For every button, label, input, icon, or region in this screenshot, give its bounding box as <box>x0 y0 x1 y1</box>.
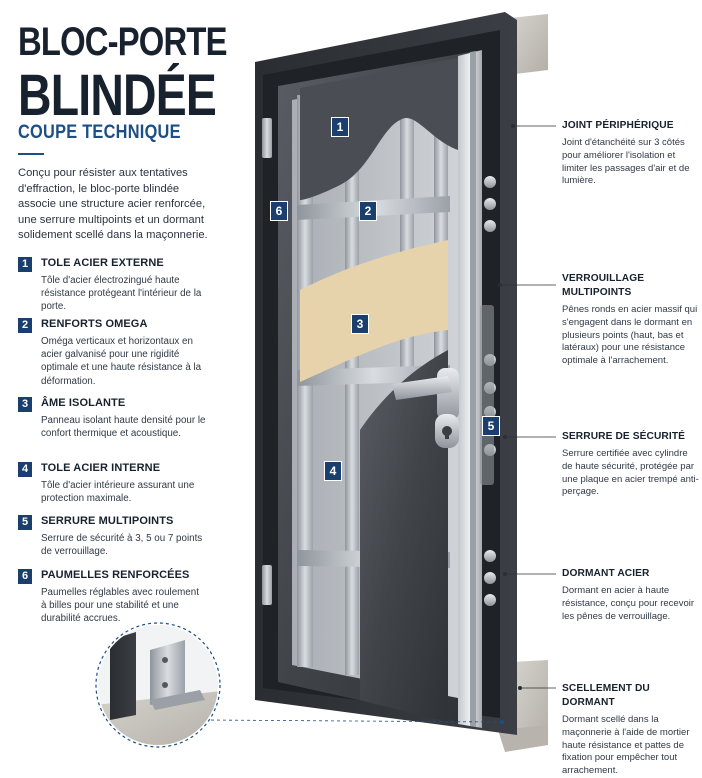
callout-dormant-acier: DORMANT ACIER Dormant en acier à haute r… <box>562 567 700 623</box>
leader-dots <box>498 124 522 724</box>
anchoring-detail <box>95 622 221 748</box>
wall-masonry <box>498 14 548 752</box>
callout-title: VERROUILLAGE MULTIPOINTS <box>562 273 645 298</box>
callout-description: Pênes ronds en acier massif qui s'engage… <box>562 304 698 367</box>
callout-description: Dormant en acier à haute résistance, con… <box>562 585 695 622</box>
item-title: TOLE ACIER INTERNE <box>41 462 161 474</box>
subtitle: COUPE TECHNIQUE <box>18 122 181 143</box>
item-number: 5 <box>18 515 32 530</box>
item-number: 4 <box>18 462 32 477</box>
item-title: TOLE ACIER EXTERNE <box>41 257 164 269</box>
callout-description: Dormant scellé dans la maçonnerie à l'ai… <box>562 714 690 777</box>
item-title: RENFORTS OMEGA <box>41 318 148 330</box>
title-line-1: BLOC-PORTE <box>18 20 227 64</box>
callout-title: DORMANT ACIER <box>562 568 650 579</box>
lock-bolts <box>480 176 496 606</box>
door-badge-2: 2 <box>359 201 377 221</box>
item-number: 6 <box>18 569 32 584</box>
item-description: Panneau isolant haute densité pour le co… <box>41 415 206 440</box>
door-leaf <box>278 50 482 728</box>
callout-scellement-dormant: SCELLEMENT DU DORMANT Dormant scellé dan… <box>562 682 700 778</box>
callout-title: SCELLEMENT DU DORMANT <box>562 683 650 708</box>
callout-title: SERRURE DE SÉCURITÉ <box>562 431 686 442</box>
callout-serrure-securite: SERRURE DE SÉCURITÉ Serrure certifiée av… <box>562 430 700 499</box>
door-badge-5: 5 <box>482 416 500 436</box>
item-title: ÂME ISOLANTE <box>41 397 126 409</box>
item-title: PAUMELLES RENFORCÉES <box>41 569 190 581</box>
item-number: 2 <box>18 318 32 333</box>
leader-lines <box>204 125 556 723</box>
door-badge-4: 4 <box>324 461 342 481</box>
item-description: Serrure de sécurité à 3, 5 ou 7 points d… <box>41 533 203 558</box>
title-divider <box>18 153 44 155</box>
item-description: Tôle d'acier électrozingué haute résista… <box>41 275 202 313</box>
hinges <box>262 118 272 605</box>
door-badge-3: 3 <box>351 314 369 334</box>
callout-title: JOINT PÉRIPHÉRIQUE <box>562 120 674 131</box>
callout-verrouillage-multipoints: VERROUILLAGE MULTIPOINTS Pênes ronds en … <box>562 272 697 368</box>
intro-paragraph: Conçu pour résister aux tentatives d'eff… <box>18 167 208 241</box>
item-title: SERRURE MULTIPOINTS <box>41 515 174 527</box>
item-number: 1 <box>18 257 32 272</box>
item-description: Tôle d'acier intérieure assurant une pro… <box>41 480 195 505</box>
door-badge-1: 1 <box>331 117 349 137</box>
item-description: Oméga verticaux et horizontaux en acier … <box>41 336 202 387</box>
door-handle <box>392 368 459 448</box>
item-description: Paumelles réglables avec roulement à bil… <box>41 587 199 625</box>
callout-joint-peripherique: JOINT PÉRIPHÉRIQUE Joint d'étanchéité su… <box>562 119 700 188</box>
door-badge-6: 6 <box>270 201 288 221</box>
callout-description: Serrure certifiée avec cylindre de haute… <box>562 448 699 498</box>
title-line-2: BLINDÉE <box>18 63 217 128</box>
item-number: 3 <box>18 397 32 412</box>
callout-description: Joint d'étanchéité sur 3 côtés pour amél… <box>562 137 690 187</box>
